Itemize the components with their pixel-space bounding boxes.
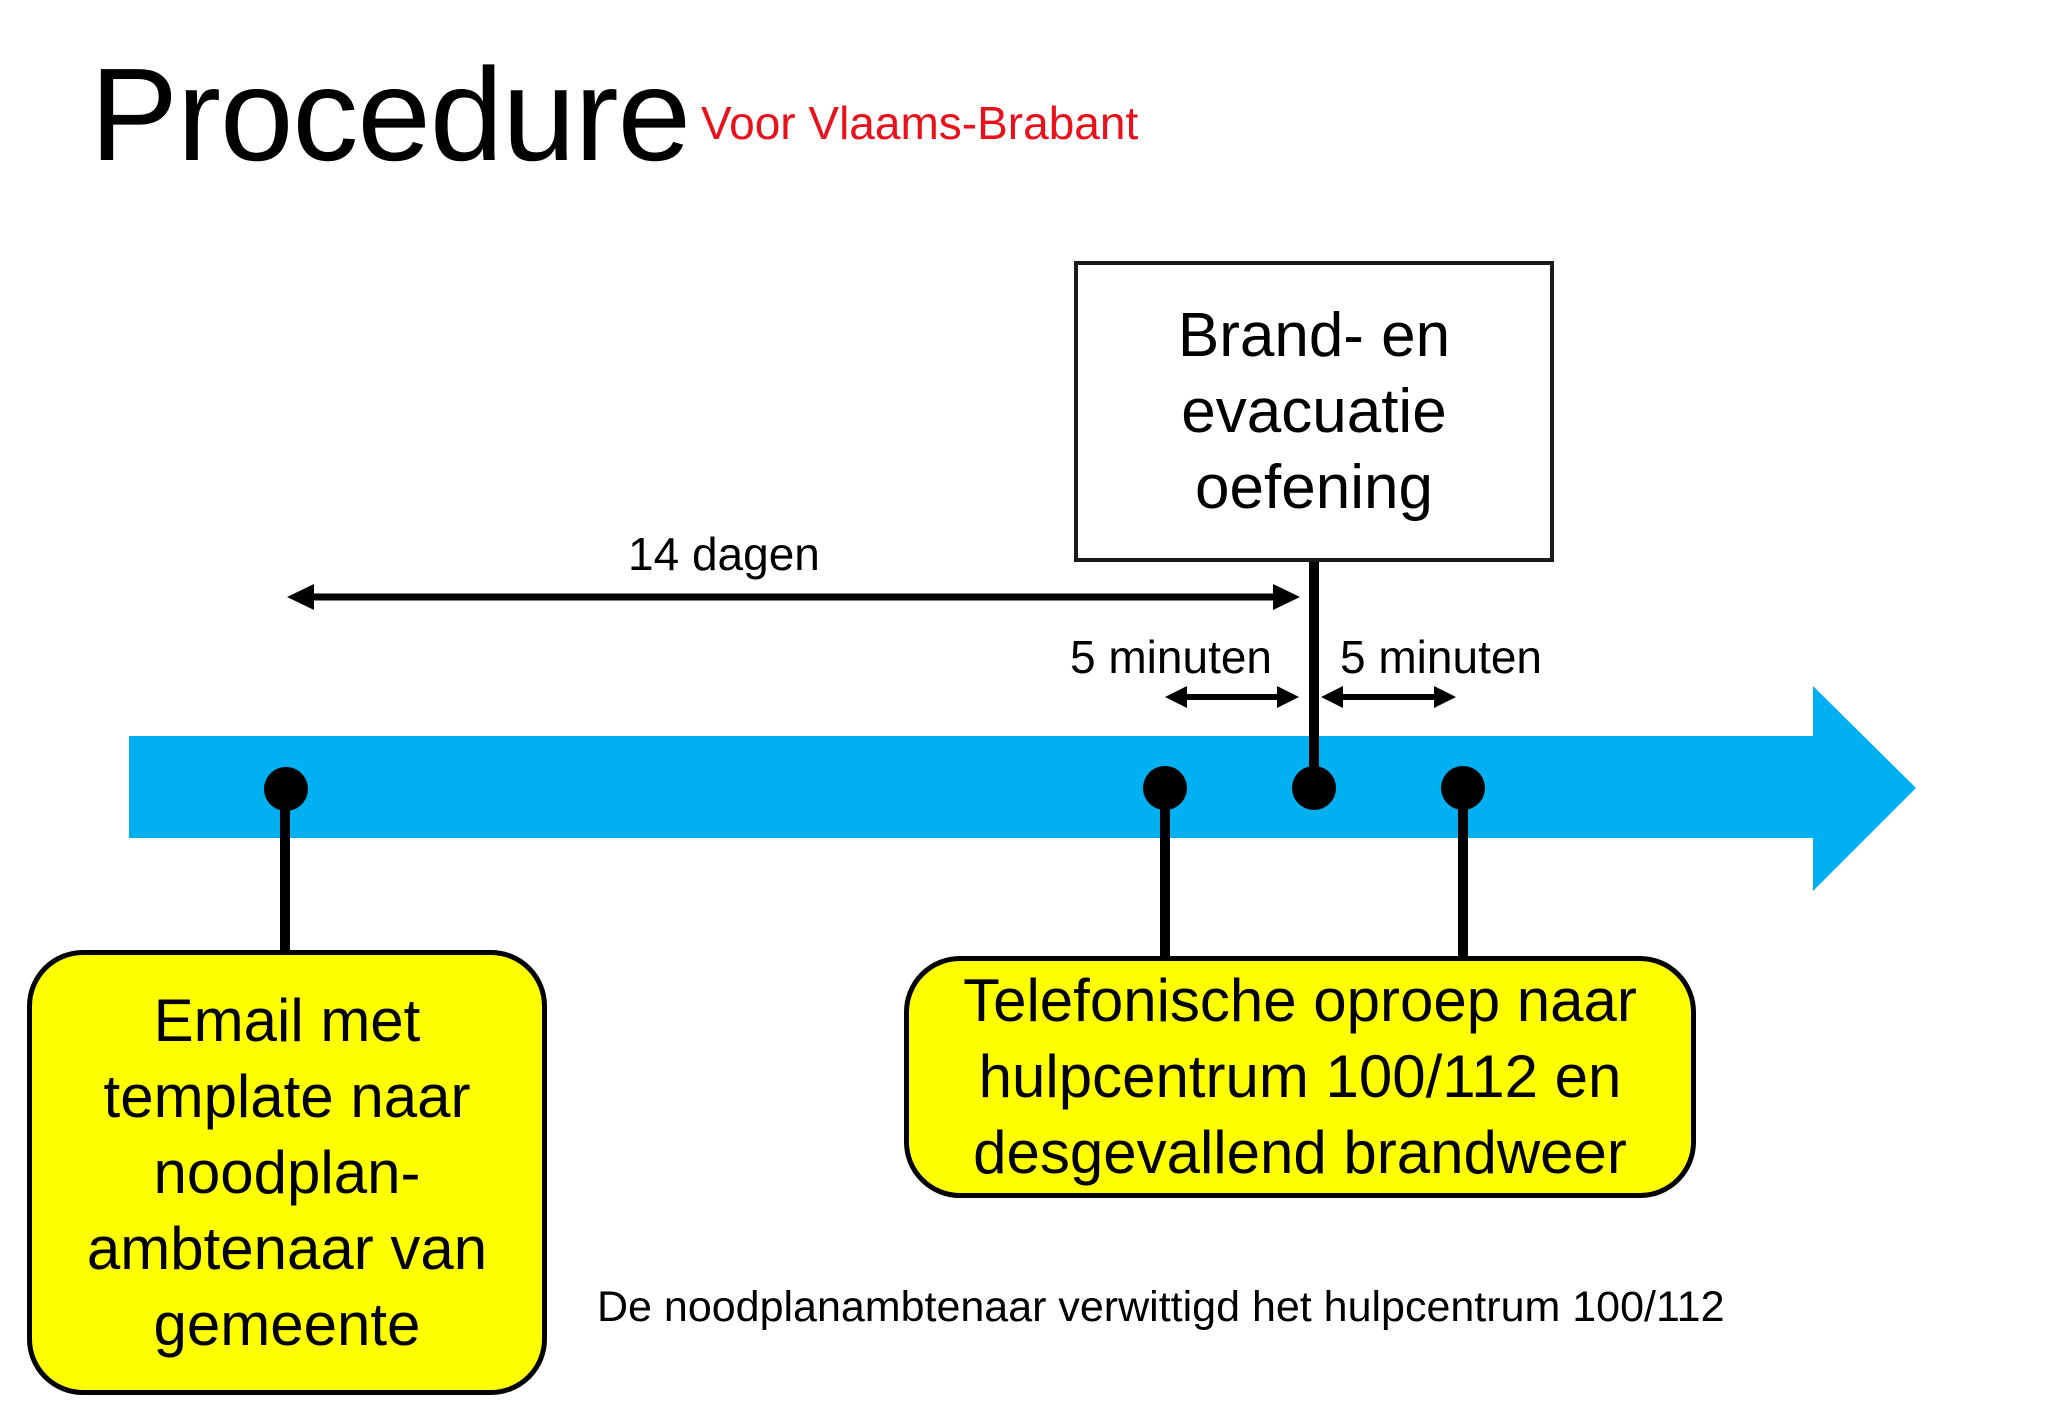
timeline-marker-call-end [1441,766,1485,810]
phone-call-box-text: Telefonische oproep naar hulpcentrum 100… [963,967,1637,1186]
phone-call-box: Telefonische oproep naar hulpcentrum 100… [904,956,1696,1198]
interval-label-14-dagen: 14 dagen [628,528,820,580]
email-box: Email met template naar noodplan- ambten… [27,950,547,1395]
timeline-marker-call-start [1143,766,1187,810]
interval-arrow-5-minuten-after [1321,686,1456,708]
timeline-marker-email [264,767,308,811]
interval-arrow-14-dagen [287,584,1300,610]
timeline-marker-event [1292,766,1336,810]
footnote: De noodplanambtenaar verwittigd het hulp… [597,1283,1725,1331]
event-box: Brand- en evacuatie oefening [1074,261,1554,562]
slide-subtitle: Voor Vlaams-Brabant [701,97,1139,149]
timeline-arrow [129,686,1916,891]
interval-label-5-minuten-before: 5 minuten [1070,631,1273,683]
slide-title: Procedure [90,41,691,188]
event-box-text: Brand- en evacuatie oefening [1177,300,1451,522]
interval-arrow-5-minuten-before [1165,686,1299,708]
email-box-text: Email met template naar noodplan- ambten… [86,986,488,1358]
interval-label-5-minuten-after: 5 minuten [1340,631,1543,683]
